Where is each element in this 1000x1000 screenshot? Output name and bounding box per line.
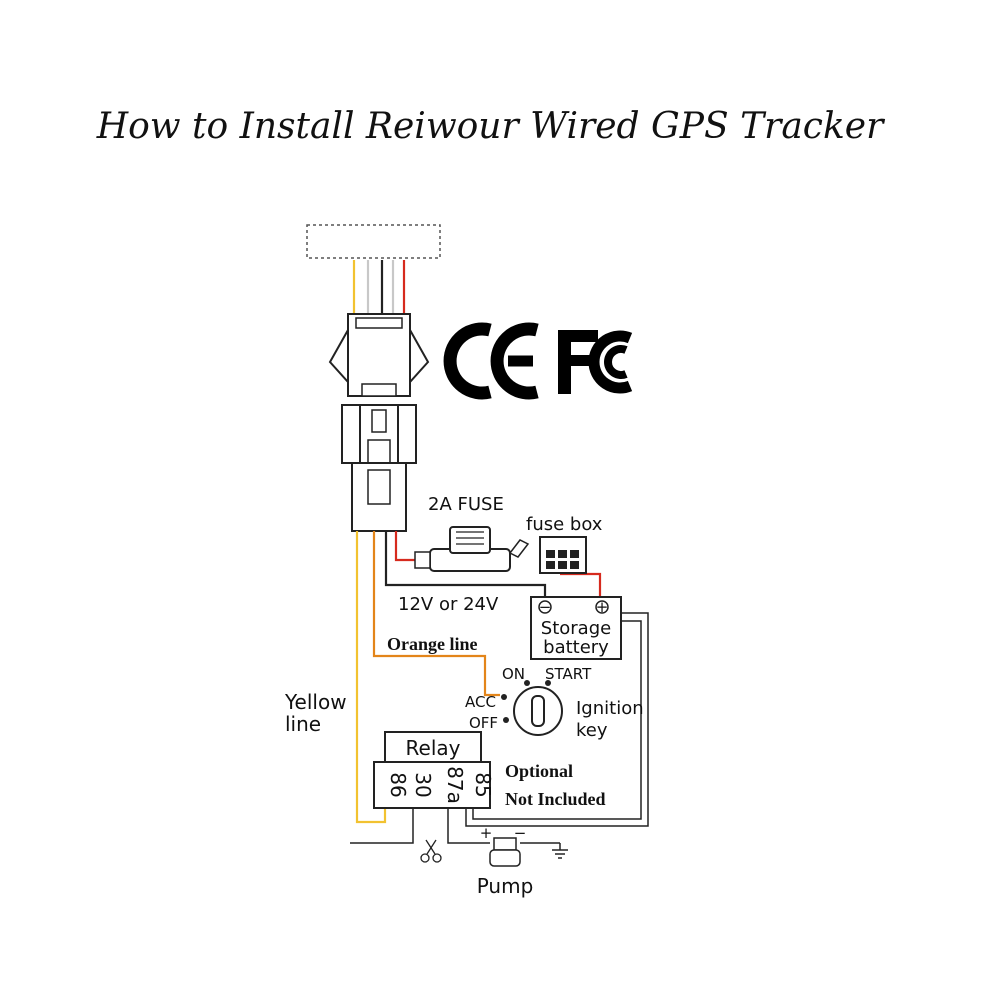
- battery-label-line2: battery: [543, 637, 609, 658]
- storage-battery: [530, 596, 622, 660]
- connector-female: [328, 313, 430, 397]
- fcc-logo: [558, 330, 633, 394]
- connector-male: [341, 404, 417, 532]
- relay-pin-30: 30: [411, 772, 435, 797]
- key-start-label: START: [545, 665, 592, 683]
- ignition-key: [501, 680, 563, 736]
- battery-to-relay-wire: [465, 612, 649, 827]
- fuse: [414, 526, 530, 572]
- fuse-label: 2A FUSE: [428, 494, 504, 515]
- key-acc-label: ACC: [465, 693, 496, 711]
- battery-plus-label: +: [596, 598, 609, 616]
- pump-label: Pump: [477, 874, 534, 898]
- battery-plus-terminal: [595, 600, 609, 614]
- orange-wire: [372, 531, 500, 697]
- relay-87a-wire: [447, 808, 490, 844]
- battery-to-relay-wire-inner: [472, 620, 642, 820]
- battery-minus-label: −: [539, 598, 552, 616]
- relay: [373, 731, 491, 809]
- ignition-label-1: Ignition: [576, 698, 644, 719]
- ground-symbol-icon: [552, 843, 568, 859]
- device-wires: [352, 260, 406, 316]
- battery-minus-terminal: [538, 600, 552, 614]
- key-on-label: ON: [502, 665, 525, 683]
- not-included-label: Not Included: [505, 789, 606, 809]
- gps-device-outline: [306, 224, 441, 259]
- relay-pin-85: 85: [471, 772, 495, 797]
- relay-pin-86: 86: [386, 772, 410, 797]
- voltage-label: 12V or 24V: [398, 594, 499, 615]
- pump-minus-label: −: [514, 824, 527, 842]
- ce-logo: [443, 322, 539, 400]
- scissors-icon: [420, 839, 442, 863]
- relay-pin-87a: 87a: [443, 766, 467, 804]
- yellow-wire: [355, 531, 387, 824]
- fuse-box-label: fuse box: [526, 514, 603, 535]
- orange-line-label: Orange line: [387, 634, 478, 654]
- ground-wire: [384, 531, 547, 605]
- relay-label: Relay: [406, 736, 461, 760]
- optional-label: Optional: [505, 761, 573, 781]
- pump: [489, 837, 521, 867]
- yellow-line-label-2: line: [285, 712, 321, 736]
- pump-plus-label: +: [480, 824, 493, 842]
- relay-30-wire: [350, 808, 414, 844]
- yellow-line-label-1: Yellow: [284, 690, 347, 714]
- battery-label-line1: Storage: [541, 618, 611, 639]
- key-off-label: OFF: [469, 714, 498, 732]
- ignition-label-2: key: [576, 720, 608, 741]
- fuse-box: [539, 536, 587, 574]
- page-title: How to Install Reiwour Wired GPS Tracker: [96, 106, 885, 147]
